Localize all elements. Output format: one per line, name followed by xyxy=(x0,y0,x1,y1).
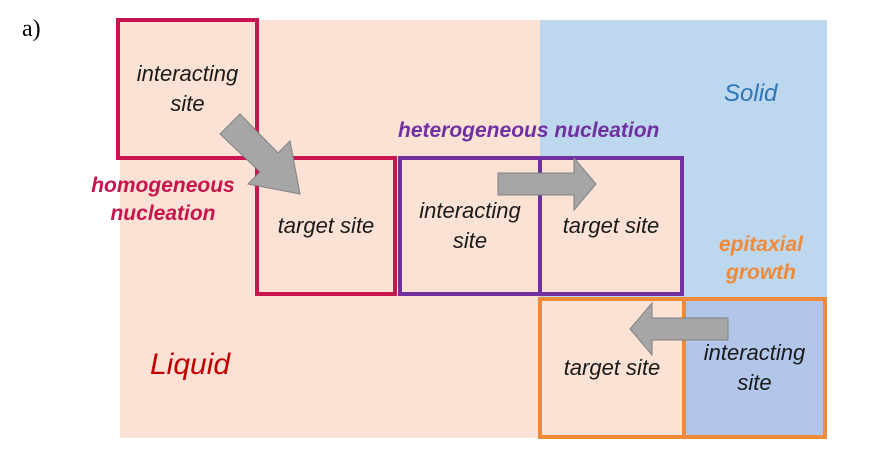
liquid-label: Liquid xyxy=(150,348,231,381)
panel-label: a) xyxy=(22,16,41,42)
epitaxial-label-line1: epitaxial xyxy=(718,233,804,256)
epitaxial-interacting-site-text: interacting site xyxy=(703,340,806,395)
homogeneous-target-site: target site xyxy=(255,156,397,296)
homogeneous-interacting-site-text: interacting site xyxy=(136,61,239,116)
homogeneous-arrow xyxy=(219,113,301,195)
homogeneous-target-site-text: target site xyxy=(277,213,375,238)
epitaxial-target-site-text: target site xyxy=(563,355,661,380)
homogeneous-label-line1: homogeneous xyxy=(91,174,235,197)
epitaxial-label-line2: growth xyxy=(726,261,796,284)
heterogeneous-nucleation-label: heterogeneous nucleation xyxy=(398,119,660,142)
epitaxial-growth-label: epitaxial growth xyxy=(705,231,817,287)
heterogeneous-arrow xyxy=(497,156,597,212)
heterogeneous-interacting-site-text: interacting site xyxy=(419,198,521,253)
epitaxial-arrow xyxy=(629,301,729,357)
epitaxial-target-site: target site xyxy=(538,297,686,439)
homogeneous-label-line2: nucleation xyxy=(110,202,216,225)
homogeneous-nucleation-label: homogeneous nucleation xyxy=(78,172,248,228)
solid-label: Solid xyxy=(724,80,778,107)
heterogeneous-target-site-text: target site xyxy=(562,213,660,238)
